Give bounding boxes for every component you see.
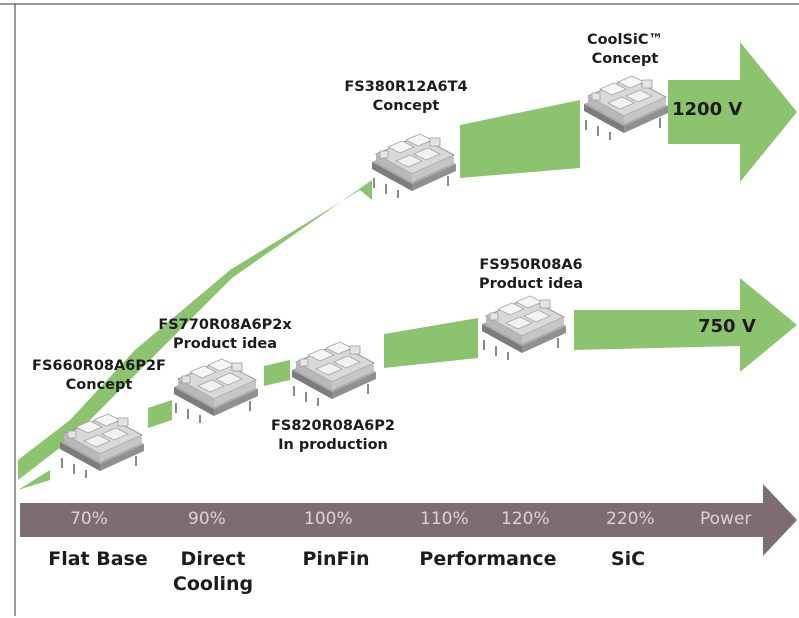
module-fs950-image — [481, 295, 567, 361]
category-sic-text: SiC — [610, 548, 646, 570]
voltage-label-1200v: 1200 V — [672, 99, 743, 120]
module-fs380-status: Concept — [372, 98, 440, 114]
arrow-1200v — [18, 42, 797, 480]
module-fs820-status: In production — [278, 437, 388, 453]
module-fs820-name: FS820R08A6P2 — [271, 418, 395, 434]
category-performance-text: Performance — [419, 548, 557, 570]
module-fs770-image — [173, 358, 259, 424]
category-direct-cooling-line1: Direct — [180, 548, 246, 570]
module-fs950-name: FS950R08A6 — [479, 257, 583, 273]
category-flat-base-text: Flat Base — [48, 548, 148, 570]
module-fs770-label: FS770R08A6P2x Product idea — [150, 316, 300, 354]
module-coolsic-image — [583, 75, 669, 141]
timeline-arrow — [20, 484, 797, 556]
voltage-label-750v: 750 V — [698, 316, 756, 337]
timeline-pct-70: 70% — [70, 509, 108, 529]
category-flat-base: Flat Base — [38, 547, 158, 572]
module-fs660-name: FS660R08A6P2F — [32, 358, 166, 374]
module-fs820-label: FS820R08A6P2 In production — [258, 417, 408, 455]
module-fs770-name: FS770R08A6P2x — [158, 317, 292, 333]
timeline-pct-220: 220% — [606, 509, 655, 529]
module-coolsic-name: CoolSiC™ — [586, 32, 664, 48]
timeline-pct-120: 120% — [501, 509, 550, 529]
timeline-pct-90: 90% — [188, 509, 226, 529]
arrow-750v — [18, 278, 797, 490]
module-fs820-image — [291, 341, 377, 407]
category-direct-cooling: Direct Cooling — [158, 547, 268, 597]
module-fs380-image — [371, 133, 457, 199]
timeline-pct-110: 110% — [420, 509, 469, 529]
module-fs950-status: Product idea — [479, 276, 583, 292]
module-fs660-label: FS660R08A6P2F Concept — [18, 357, 180, 395]
category-performance: Performance — [418, 547, 558, 572]
category-pinfin: PinFin — [286, 547, 386, 572]
timeline-power-label: Power — [700, 509, 752, 529]
module-fs770-status: Product idea — [173, 336, 277, 352]
module-fs380-name: FS380R12A6T4 — [344, 79, 468, 95]
category-pinfin-text: PinFin — [302, 548, 370, 570]
timeline-pct-100: 100% — [304, 509, 353, 529]
module-coolsic-status: Concept — [591, 51, 659, 67]
module-fs660-status: Concept — [65, 377, 133, 393]
module-coolsic-label: CoolSiC™ Concept — [565, 31, 685, 69]
category-direct-cooling-line2: Cooling — [172, 573, 254, 595]
module-fs950-label: FS950R08A6 Product idea — [456, 256, 606, 294]
category-sic: SiC — [598, 547, 658, 572]
module-fs380-label: FS380R12A6T4 Concept — [331, 78, 481, 116]
